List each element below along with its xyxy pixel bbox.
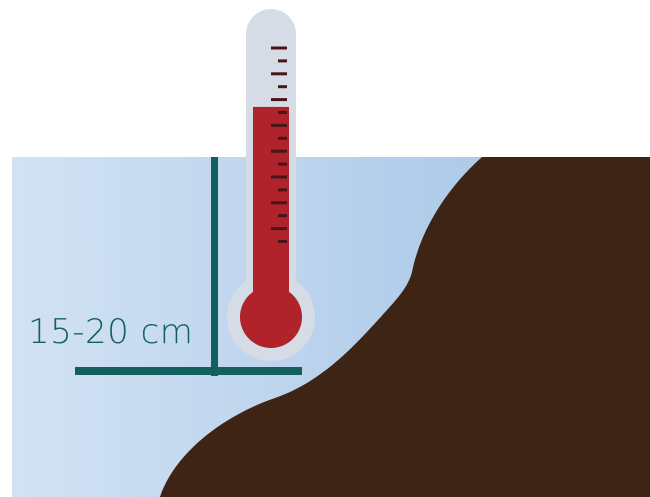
depth-measure-horizontal [75, 367, 302, 375]
depth-label: 15-20 cm [28, 312, 194, 352]
thermometer-icon [227, 9, 315, 361]
thermometer-tick-marks [271, 46, 287, 243]
thermometer-fluid-bulb [240, 286, 302, 348]
depth-measure-vertical [211, 157, 218, 376]
thermometer-fluid-column [253, 106, 289, 310]
soil-bank [160, 157, 650, 497]
depth-measure-marker [75, 157, 302, 376]
